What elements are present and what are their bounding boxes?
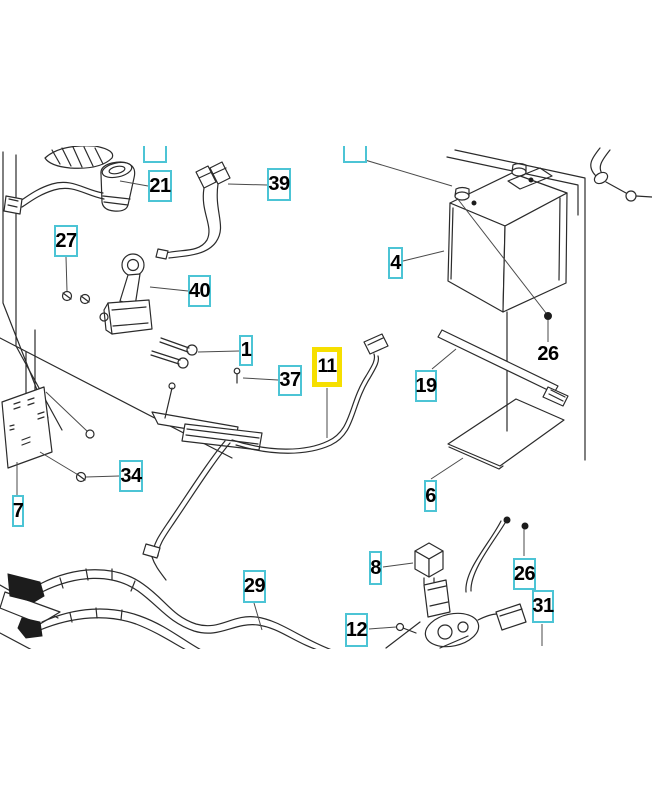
part-label-8[interactable]: 8 xyxy=(369,551,382,585)
part-label-31[interactable]: 31 xyxy=(532,590,554,623)
part-label-26-bottom[interactable]: 26 xyxy=(513,558,536,590)
part-label-21[interactable]: 21 xyxy=(148,170,172,202)
control-lever xyxy=(99,253,153,335)
battery-cables xyxy=(0,543,332,649)
mounting-screws xyxy=(150,337,198,369)
coil-harness xyxy=(385,516,529,649)
engine-section xyxy=(44,146,114,169)
diagram-area: 21 39 27 40 1 37 11 4 19 26 6 7 34 29 8 … xyxy=(0,146,652,649)
parts-line-art xyxy=(0,146,652,649)
battery-bolt xyxy=(456,197,552,342)
spark-plug-wires xyxy=(155,161,231,260)
leader-lines xyxy=(16,159,543,646)
part-label-6[interactable]: 6 xyxy=(424,480,437,512)
battery xyxy=(447,162,568,313)
battery-mat xyxy=(447,311,565,470)
circuit-panel xyxy=(1,386,95,483)
ignition-switch xyxy=(3,161,136,215)
bracket-module xyxy=(151,382,263,451)
part-label-partial-top-mid[interactable] xyxy=(343,146,367,163)
part-label-4[interactable]: 4 xyxy=(388,247,403,279)
part-label-37[interactable]: 37 xyxy=(278,365,302,396)
relay xyxy=(414,542,444,585)
wiring-harness xyxy=(152,333,389,557)
part-label-1[interactable]: 1 xyxy=(239,335,253,366)
part-label-19[interactable]: 19 xyxy=(415,370,437,402)
mounting-nuts xyxy=(61,290,91,305)
small-screw xyxy=(233,367,241,384)
part-label-11-selected[interactable]: 11 xyxy=(312,347,342,387)
part-label-27[interactable]: 27 xyxy=(54,225,78,257)
part-label-34[interactable]: 34 xyxy=(119,460,143,492)
part-label-29[interactable]: 29 xyxy=(243,570,266,603)
part-label-12[interactable]: 12 xyxy=(345,613,368,647)
part-label-26-top[interactable]: 26 xyxy=(537,342,559,365)
corner-fitting xyxy=(590,147,652,202)
part-label-39[interactable]: 39 xyxy=(267,168,291,201)
battery-strap xyxy=(437,329,569,407)
part-label-7[interactable]: 7 xyxy=(12,495,24,527)
part-label-partial-top-left[interactable] xyxy=(143,146,167,163)
part-label-40[interactable]: 40 xyxy=(188,275,211,307)
